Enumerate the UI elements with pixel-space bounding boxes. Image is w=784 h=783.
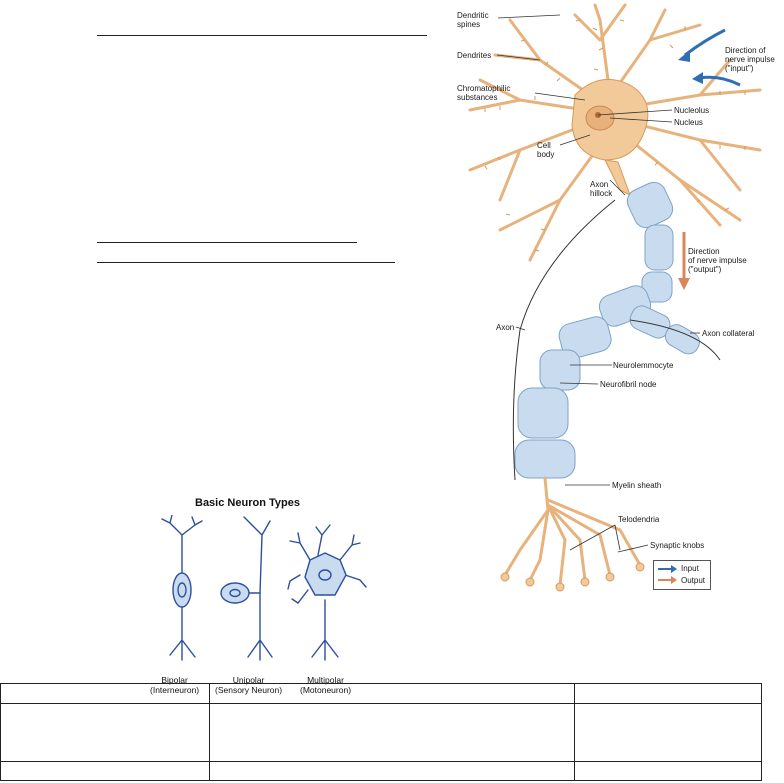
label-nucleus: Nucleus	[674, 118, 703, 127]
table-cell[interactable]	[209, 683, 575, 704]
label-axon-collateral: Axon collateral	[702, 329, 755, 338]
input-arrow-2-head	[692, 72, 703, 84]
blank-line-1	[97, 35, 427, 36]
label-telodendria: Telodendria	[618, 515, 660, 524]
label-axon-hillock: Axon hillock	[590, 180, 613, 198]
neuron-diagram	[468, 3, 762, 592]
leader-lines	[496, 14, 700, 553]
legend-output: Output	[681, 576, 706, 585]
unipolar-neuron	[220, 516, 273, 661]
table-row	[0, 761, 762, 781]
table-cell[interactable]	[0, 683, 210, 704]
label-direction-output: Direction of nerve impulse ("output")	[688, 247, 747, 274]
table-cell[interactable]	[574, 683, 762, 704]
legend-arrows	[658, 565, 677, 584]
collateral-bracket	[629, 319, 721, 361]
table-cell[interactable]	[0, 761, 210, 781]
label-neurofibril-node: Neurofibril node	[600, 380, 657, 389]
bipolar-neuron	[161, 515, 203, 661]
input-arrow-2	[699, 75, 741, 87]
label-chromatophilic: Chromatophilic substances	[457, 84, 511, 102]
legend: Input Output	[653, 560, 711, 590]
output-arrow-head	[678, 278, 690, 290]
label-axon: Axon	[496, 323, 515, 332]
table-cell[interactable]	[574, 761, 762, 781]
label-neurolemmocyte: Neurolemmocyte	[613, 361, 674, 370]
table-cell[interactable]	[574, 703, 762, 762]
legend-input: Input	[681, 564, 699, 573]
nucleus-shape	[585, 105, 615, 131]
label-nucleolus: Nucleolus	[674, 106, 710, 115]
table-cell[interactable]	[0, 703, 210, 762]
worksheet-table	[0, 683, 762, 781]
label-synaptic-knobs: Synaptic knobs	[650, 541, 705, 550]
label-dendritic-spines: Dendritic spines	[457, 11, 489, 29]
multipolar-neuron	[287, 524, 367, 661]
telodendria	[503, 476, 642, 587]
blank-line-2	[97, 242, 357, 243]
table-row	[0, 683, 762, 704]
table-cell[interactable]	[209, 703, 575, 762]
table-row	[0, 703, 762, 762]
label-cell-body: Cell body	[537, 141, 555, 159]
label-myelin-sheath: Myelin sheath	[612, 481, 662, 490]
axon-collateral	[629, 305, 700, 355]
label-direction-input: Direction of nerve impulse ("input")	[725, 46, 775, 73]
synaptic-knobs	[500, 562, 645, 592]
input-arrow-1	[684, 28, 726, 57]
axon-bracket	[512, 199, 616, 481]
table-cell[interactable]	[209, 761, 575, 781]
myelinated-axon	[514, 181, 674, 479]
neuron-types-figure	[161, 515, 367, 661]
neuron-types-title: Basic Neuron Types	[195, 497, 300, 509]
label-dendrites: Dendrites	[457, 51, 492, 60]
input-arrow-1-head	[678, 50, 690, 62]
dendritic-spine-ticks	[484, 19, 746, 252]
blank-line-3	[97, 262, 395, 263]
